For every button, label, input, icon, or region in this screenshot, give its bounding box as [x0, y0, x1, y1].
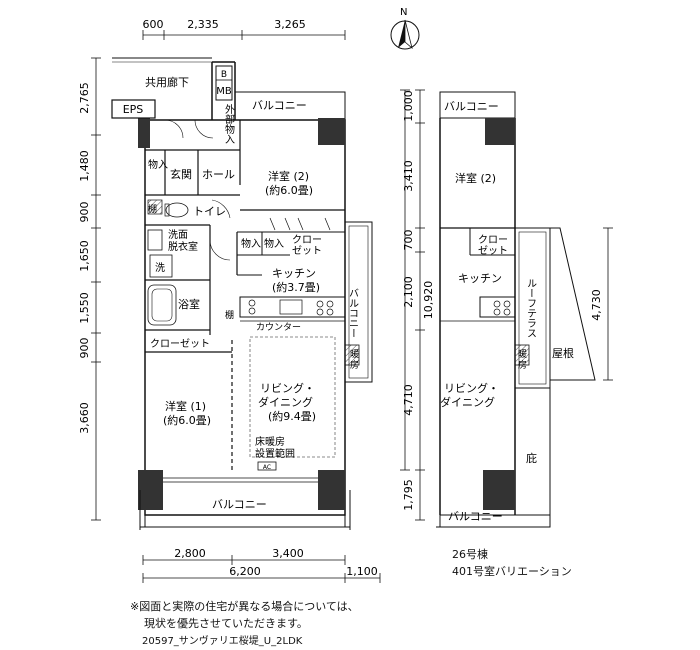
variant-roof: 屋根	[552, 346, 574, 360]
top-dim-3: 3,265	[274, 18, 306, 31]
left-dimension-line	[91, 57, 101, 521]
variant-dim-1: 1,000	[402, 90, 415, 122]
left-dim-3: 900	[78, 202, 91, 223]
washroom-label-1: 洗面	[168, 229, 188, 241]
storage2-label: 物入	[241, 237, 261, 250]
bottom-dimension-line	[142, 555, 381, 583]
counter-label: カウンター	[256, 322, 301, 333]
floor-heat-label-2: 設置範囲	[255, 447, 295, 460]
mb-b-label: B	[221, 70, 227, 80]
balcony-top-label: バルコニー	[252, 99, 307, 112]
variant-dimension-lines	[400, 89, 613, 521]
washroom-label-2: 脱衣室	[168, 240, 198, 253]
left-dim-4: 1,650	[78, 240, 91, 272]
bottom-dim-1: 2,800	[174, 547, 206, 560]
bottom-dim-4: 1,100	[346, 565, 378, 578]
hall-label: ホール	[202, 168, 235, 181]
heating-label-2: 房	[350, 359, 359, 371]
room2-size: (約6.0畳)	[265, 183, 313, 197]
plan-footer-code: 20597_サンヴァリエ桜堤_U_2LDK	[142, 636, 303, 647]
disclaimer-line-2: 現状を優先させていただきます。	[144, 617, 308, 630]
disclaimer-line-1: ※図面と実際の住宅が異なる場合については、	[130, 600, 359, 613]
variant-labels: バルコニー 洋室 (2) クロー ゼット キッチン ルーフテラス 暖 房 屋根 …	[440, 100, 574, 523]
variant-roof-dim: 4,730	[590, 289, 603, 321]
living-size: (約9.4畳)	[268, 409, 316, 423]
kitchen-size: (約3.7畳)	[272, 280, 320, 294]
left-dim-1: 2,765	[78, 82, 91, 114]
bottom-dim-2: 3,400	[272, 547, 304, 560]
bottom-dim-3: 6,200	[229, 565, 261, 578]
top-dim-2: 2,335	[187, 18, 219, 31]
main-floor-plan	[111, 57, 373, 530]
storage3-label: 物入	[264, 237, 284, 250]
laundry-label: 洗	[155, 262, 165, 274]
variant-living-2: ダイニング	[440, 395, 495, 409]
variant-balcony-top: バルコニー	[444, 100, 499, 113]
variant-closet-1: クロー	[478, 234, 508, 246]
disclaimer-note: ※図面と実際の住宅が異なる場合については、 現状を優先させていただきます。	[130, 598, 359, 632]
eps-label: EPS	[123, 103, 144, 116]
shelf-label: 棚	[148, 203, 157, 215]
variant-kitchen: キッチン	[458, 272, 502, 285]
top-dimension-line	[142, 30, 346, 40]
left-dim-5: 1,550	[78, 292, 91, 324]
closet-label: クローゼット	[150, 338, 210, 350]
variant-balcony-bottom: バルコニー	[448, 510, 503, 523]
room1-label: 洋室 (1)	[165, 399, 206, 413]
corridor-label: 共用廊下	[145, 75, 189, 89]
toilet-label: トイレ	[193, 205, 226, 218]
kitchen-label: キッチン	[272, 267, 316, 280]
entrance-label: 玄関	[170, 167, 192, 181]
balcony-bottom-label: バルコニー	[212, 498, 267, 511]
variant-dim-5: 4,710	[402, 384, 415, 416]
balcony-side-label: バルコニー	[347, 288, 359, 338]
room1-size: (約6.0畳)	[163, 413, 211, 427]
variant-caption: 26号棟 401号室バリエーション	[452, 546, 572, 580]
variant-eave: 庇	[526, 451, 537, 465]
ac-label: AC	[263, 464, 271, 471]
variant-heating-1: 暖	[518, 348, 527, 360]
heating-label-1: 暖	[350, 348, 359, 360]
north-compass-icon: N	[390, 7, 420, 50]
counter-shelf-label: 棚	[225, 309, 234, 321]
left-dim-6: 900	[78, 338, 91, 359]
variant-dim-2: 3,410	[402, 160, 415, 192]
living-label-2: ダイニング	[258, 395, 313, 409]
storage1-label: 物入	[148, 158, 168, 171]
room-labels: 共用廊下 EPS B MB バルコニー 外部物入 物入 玄関 ホール 洋室 (2…	[123, 70, 359, 511]
left-dim-7: 3,660	[78, 402, 91, 434]
top-dim-1: 600	[143, 18, 164, 31]
variant-living-1: リビング・	[444, 381, 499, 395]
closet-top-label-1: クロー	[292, 234, 322, 246]
variant-room2: 洋室 (2)	[455, 171, 496, 185]
variant-closet-2: ゼット	[478, 245, 508, 257]
closet-top-label-2: ゼット	[292, 245, 322, 257]
room2-label: 洋室 (2)	[268, 169, 309, 183]
living-label-1: リビング・	[260, 381, 315, 395]
variant-dim-3: 700	[402, 230, 415, 251]
variant-heating-2: 房	[518, 359, 527, 371]
variant-floor-plan	[436, 91, 596, 528]
mb-label: MB	[216, 86, 232, 97]
left-dim-2: 1,480	[78, 150, 91, 182]
variant-caption-line-1: 26号棟	[452, 548, 488, 561]
variant-dim-6: 1,795	[402, 479, 415, 511]
variant-roof-terrace: ルーフテラス	[525, 278, 537, 338]
variant-total-dim: 10,920	[422, 281, 435, 320]
variant-dim-4: 2,100	[402, 276, 415, 308]
compass-north-label: N	[400, 7, 407, 18]
variant-caption-line-2: 401号室バリエーション	[452, 565, 572, 578]
bath-label: 浴室	[178, 297, 200, 311]
floor-heat-label-1: 床暖房	[255, 435, 285, 448]
outdoor-storage-label: 外部物入	[223, 104, 235, 144]
